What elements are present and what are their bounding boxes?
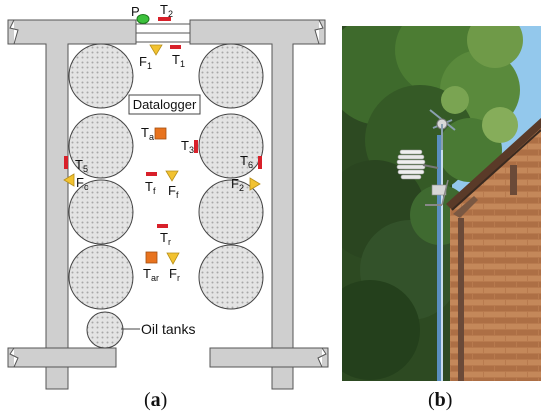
datalogger: Datalogger — [128, 94, 201, 115]
temp-sensor-t2 — [158, 17, 171, 21]
walls — [7, 19, 329, 390]
tree-foliage — [342, 26, 523, 381]
tank — [68, 179, 134, 245]
brick-building — [446, 118, 541, 381]
label-tar: Tar — [143, 266, 159, 283]
radiation-shield — [396, 149, 426, 180]
weather-station — [396, 109, 456, 381]
label-fc: Fc — [76, 175, 89, 192]
flow-sensor-fr — [166, 252, 180, 265]
door-opening — [135, 23, 191, 43]
label-fr: Fr — [169, 266, 180, 283]
label-p: P — [131, 4, 140, 19]
temp-sensor-t6 — [258, 156, 262, 169]
flow-sensor-f2 — [249, 177, 261, 191]
temp-sensor-t3 — [194, 140, 198, 153]
tank — [198, 179, 264, 245]
tanks — [68, 43, 264, 349]
tank — [68, 113, 134, 179]
caption-b: (b) — [428, 389, 453, 411]
tank — [68, 244, 134, 310]
label-tf: Tf — [145, 179, 156, 196]
break-marks — [9, 19, 327, 368]
caption-a: (a) — [144, 389, 168, 411]
label-f2: F2 — [231, 176, 244, 193]
flow-sensor-fc — [63, 173, 75, 187]
orange-sensor-tar — [145, 251, 158, 264]
label-f1: F1 — [139, 54, 152, 71]
temp-sensor-t5 — [64, 156, 68, 169]
floor-plan: Datalogger Oil tanks P — [7, 2, 329, 390]
tank — [198, 113, 264, 179]
temp-sensor-t1 — [170, 45, 181, 49]
oil-tanks-annotation: Oil tanks — [121, 321, 195, 337]
tank — [198, 244, 264, 310]
oil-tanks-label: Oil tanks — [141, 321, 195, 337]
orange-sensor-ta — [154, 127, 167, 140]
temp-sensor-tr — [157, 224, 168, 228]
tank — [86, 311, 124, 349]
label-ff: Ff — [168, 183, 179, 200]
label-t2: T2 — [160, 2, 173, 19]
photo-weather-station — [342, 26, 541, 381]
sensor-markers — [63, 14, 262, 265]
flow-sensor-f1 — [149, 44, 163, 56]
sensor-labels: P T2 T1 F1 Ta T3 T5 T6 Fc F2 Tf Ff Tr Ta… — [75, 2, 253, 283]
label-t3: T3 — [181, 138, 194, 155]
flow-sensor-ff — [165, 170, 179, 182]
label-t5: T5 — [75, 157, 88, 174]
datalogger-label: Datalogger — [133, 97, 197, 112]
label-t6: T6 — [240, 153, 253, 170]
tank — [68, 43, 134, 109]
label-ta: Ta — [141, 125, 154, 142]
pressure-sensor-p — [136, 14, 150, 24]
label-t1: T1 — [172, 52, 185, 69]
temp-sensor-tf — [146, 172, 157, 176]
tank — [198, 43, 264, 109]
label-tr: Tr — [160, 230, 171, 247]
